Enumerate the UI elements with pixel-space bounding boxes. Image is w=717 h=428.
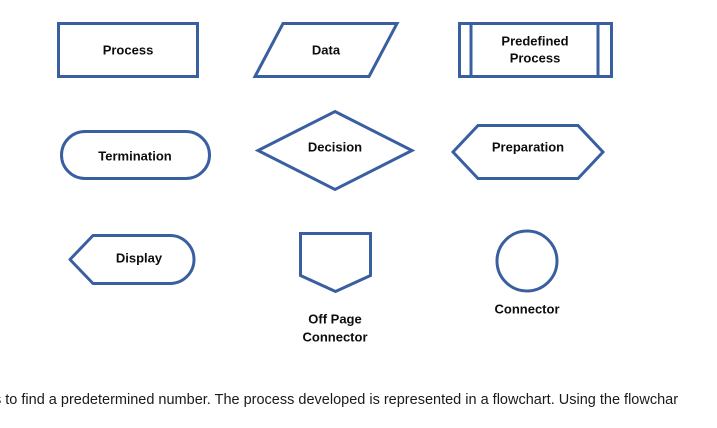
connector-label: Connector	[495, 301, 560, 316]
symbol-connector: Connector	[495, 229, 560, 316]
connector-shape	[495, 229, 559, 293]
termination-label: Termination	[98, 148, 171, 163]
symbol-preparation: Preparation	[450, 124, 606, 180]
display-shape	[68, 234, 196, 285]
decision-shape	[254, 109, 416, 192]
symbol-predefined-process: Predefined Process	[458, 22, 613, 78]
data-label: Data	[312, 42, 341, 57]
data-shape	[252, 22, 400, 78]
predefined-process-label-line2: Process	[510, 50, 561, 65]
decision-label: Decision	[308, 139, 362, 154]
flowchart-symbol-legend: Process Data Predefined Process Terminat…	[57, 22, 613, 344]
caption-text: s to find a predetermined number. The pr…	[0, 392, 679, 408]
symbol-off-page-connector: Off Page Connector	[299, 232, 372, 344]
off-page-connector-shape	[299, 232, 372, 294]
display-label: Display	[116, 250, 163, 265]
predefined-process-label-line1: Predefined	[501, 33, 568, 48]
symbol-process: Process	[57, 22, 199, 78]
symbol-decision: Decision	[254, 109, 416, 192]
symbol-termination: Termination	[60, 130, 211, 180]
predefined-process-shape	[458, 22, 613, 78]
termination-shape	[60, 130, 211, 180]
process-shape	[57, 22, 199, 78]
process-label: Process	[103, 42, 154, 57]
preparation-label: Preparation	[492, 139, 564, 154]
preparation-shape	[450, 124, 606, 180]
off-page-connector-label-line1: Off Page	[308, 311, 361, 326]
off-page-connector-label-line2: Connector	[303, 329, 368, 344]
symbol-display: Display	[68, 234, 196, 285]
caption-band: s to find a predetermined number. The pr…	[0, 388, 717, 428]
symbol-data: Data	[252, 22, 400, 78]
